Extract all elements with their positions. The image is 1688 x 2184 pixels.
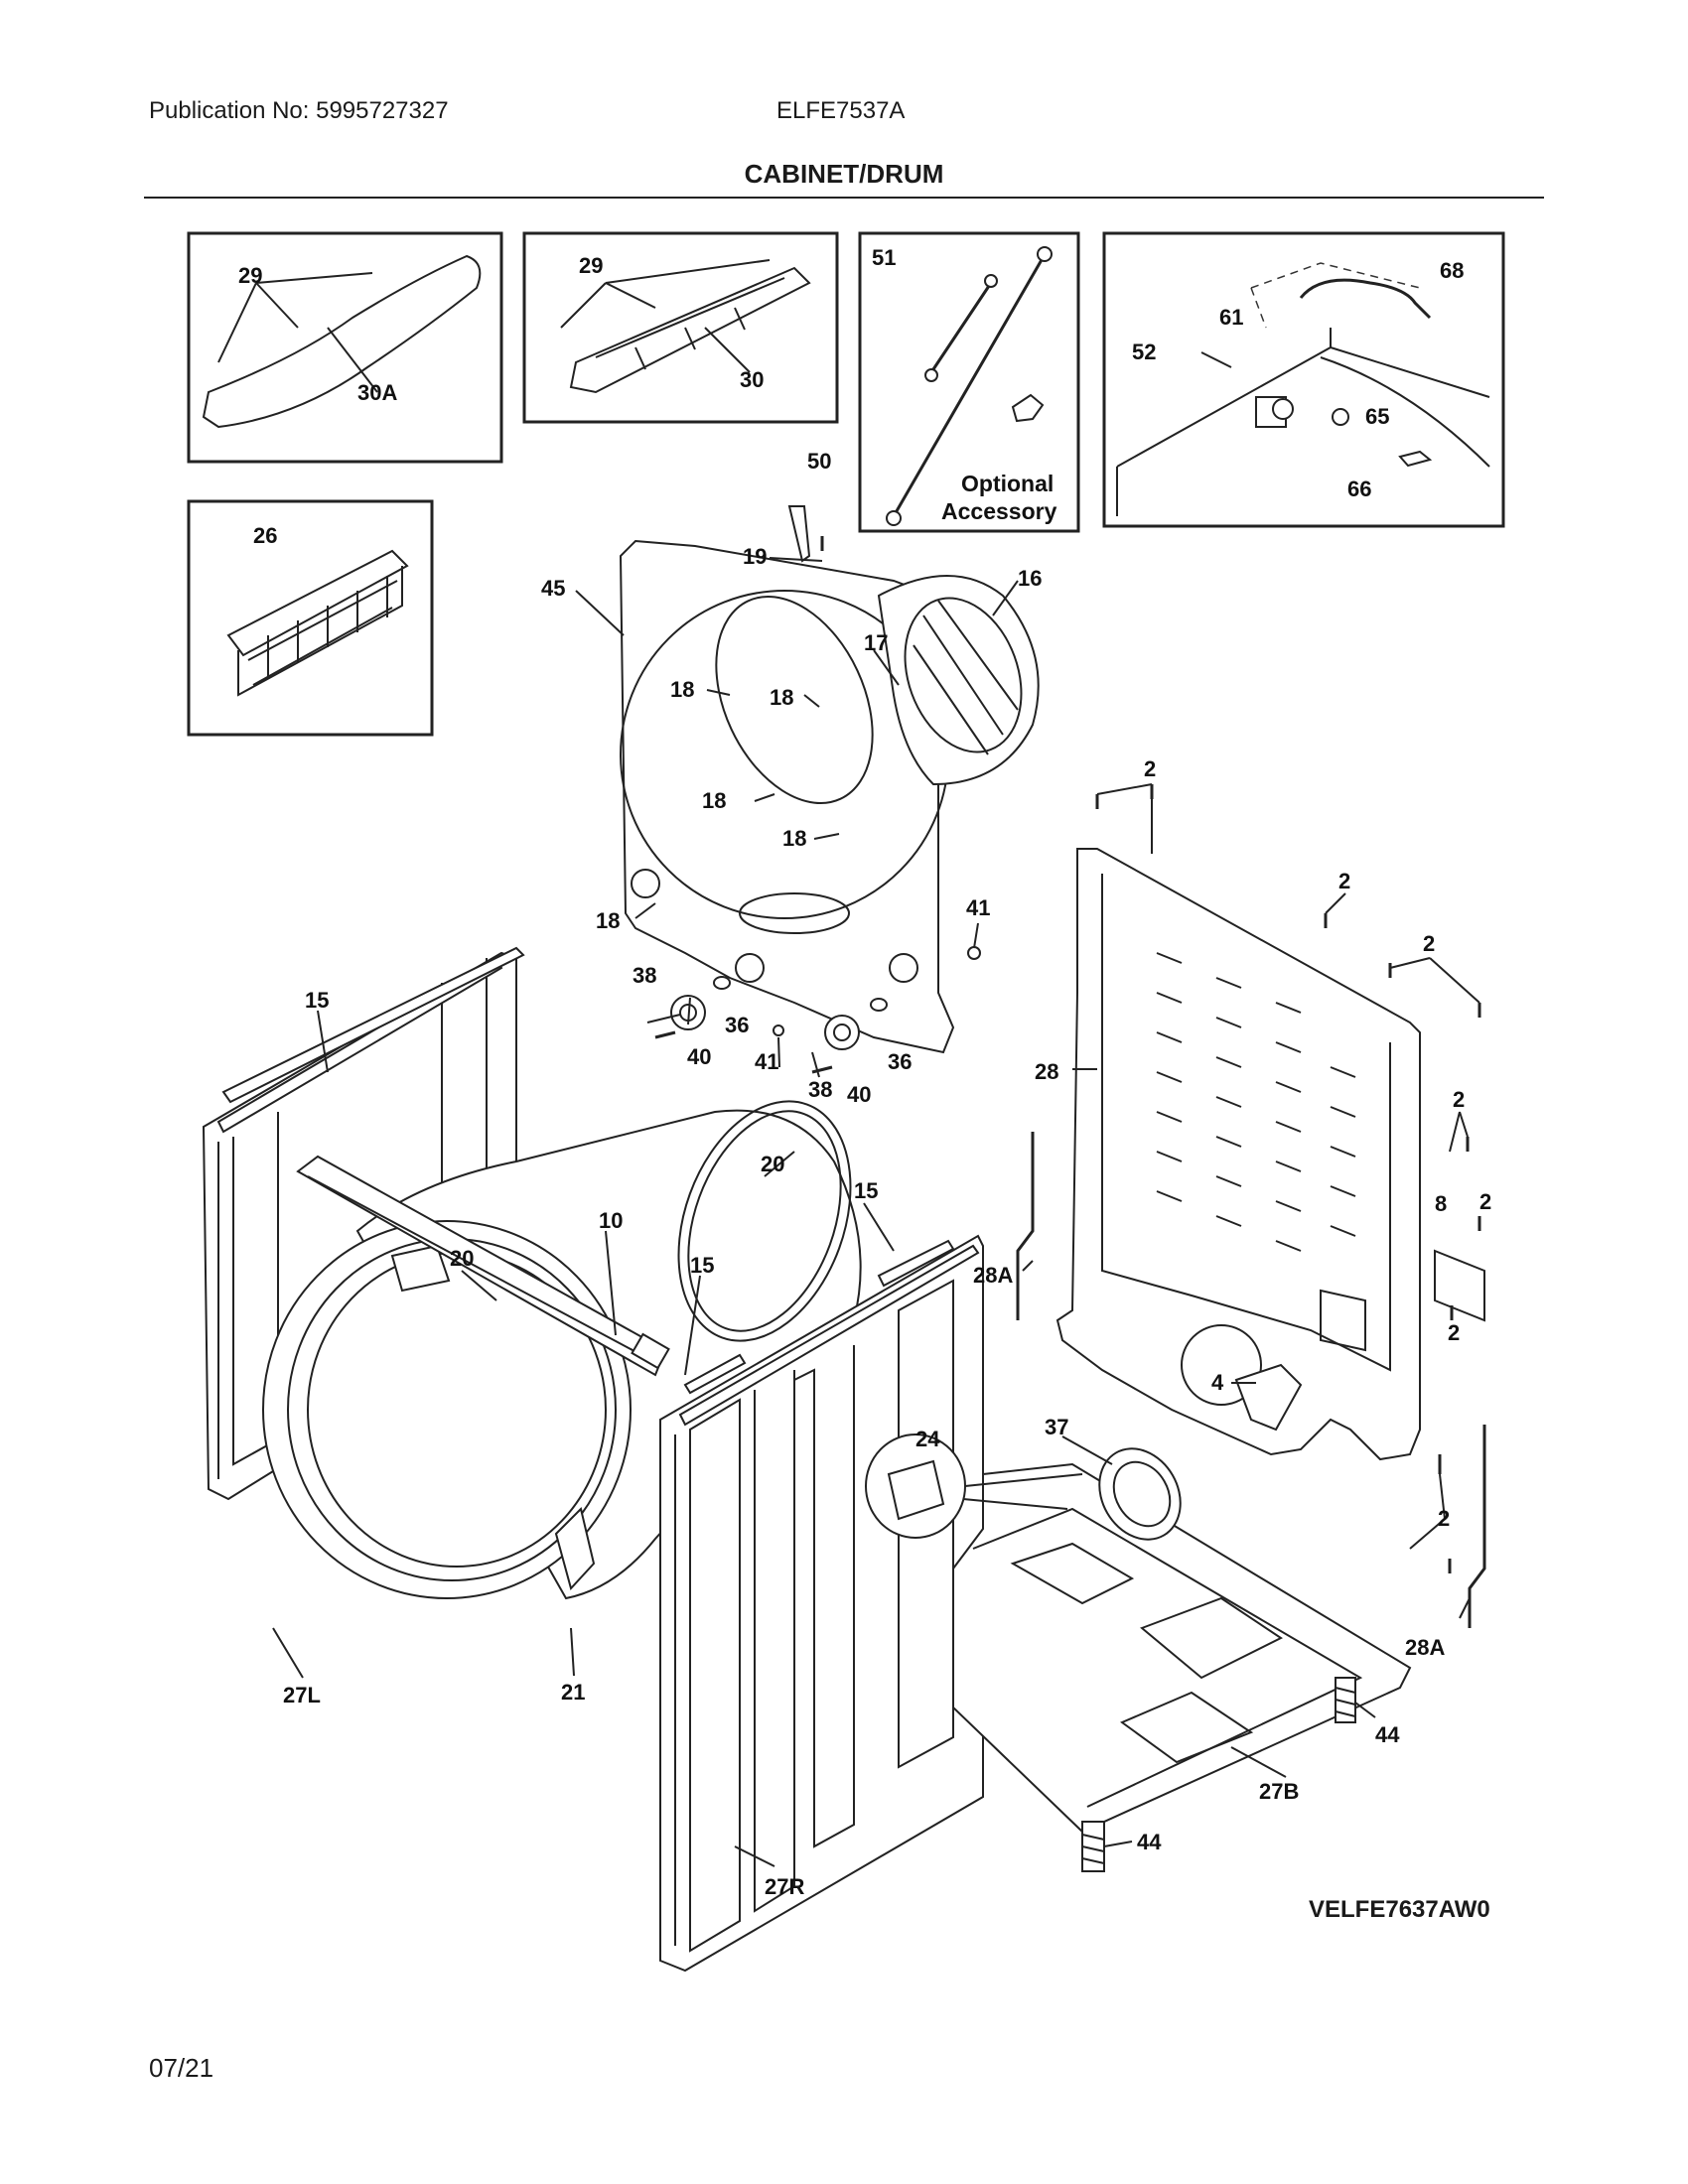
inset-valve-assembly (1102, 231, 1505, 528)
callout: 68 (1440, 258, 1464, 283)
callout: 29 (579, 253, 603, 278)
callout: 36 (888, 1049, 912, 1074)
callout: 44 (1375, 1722, 1400, 1747)
callout: 19 (743, 544, 767, 569)
callout: 2 (1423, 931, 1435, 956)
callout: 27B (1259, 1779, 1299, 1804)
rail-15-left (221, 946, 525, 1104)
rear-brackets-28a (1016, 1132, 1486, 1628)
callout: 2 (1338, 869, 1350, 893)
header-rule (144, 197, 1544, 199)
callout: 16 (1018, 566, 1042, 591)
callout: 2 (1144, 756, 1156, 781)
callout: 15 (854, 1178, 878, 1203)
callout: 44 (1137, 1830, 1162, 1854)
callout: 50 (807, 449, 831, 474)
callout: 17 (864, 630, 888, 655)
callout: 2 (1448, 1320, 1460, 1345)
grommet-37 (1098, 1447, 1182, 1541)
diagram-code: VELFE7637AW0 (1309, 1896, 1490, 1923)
inset-bracket-30a (187, 231, 503, 464)
callout: 18 (782, 826, 806, 851)
callout: 15 (305, 988, 329, 1013)
inset-bracket-30 (522, 231, 839, 424)
callout: 40 (687, 1044, 711, 1069)
revision-date: 07/21 (149, 2053, 214, 2083)
callout: 30A (357, 380, 397, 405)
model-number: ELFE7537A (776, 97, 906, 124)
drum (262, 1109, 862, 1600)
callout: 41 (755, 1049, 778, 1074)
callout: 51 (872, 245, 896, 270)
callout: 24 (915, 1427, 940, 1451)
drum-belt-20 (677, 1100, 852, 1342)
callout: 27L (283, 1683, 321, 1707)
callout: 21 (561, 1680, 585, 1705)
right-side-panel (659, 1234, 984, 1973)
optional-label-line1: Optional (961, 471, 1054, 496)
leader-lines (272, 557, 1480, 1867)
callout: 20 (761, 1152, 784, 1176)
callout: 38 (808, 1077, 832, 1102)
callout: 28A (1405, 1635, 1445, 1660)
callout: 10 (599, 1208, 623, 1233)
callout: 66 (1347, 477, 1371, 501)
callout: 18 (670, 677, 694, 702)
callout: 2 (1453, 1087, 1465, 1112)
leveling-legs-44 (1081, 1677, 1356, 1872)
base-pan (952, 1462, 1412, 1834)
page-title: CABINET/DRUM (744, 159, 944, 189)
callout: 20 (450, 1246, 474, 1271)
rails-15-right (683, 1239, 955, 1395)
publication-number: Publication No: 5995727327 (149, 97, 449, 124)
callout: 27R (765, 1874, 804, 1899)
callout: 4 (1211, 1370, 1224, 1395)
lint-duct-16 (877, 575, 1040, 786)
callout: 40 (847, 1082, 871, 1107)
bracket-8 (1434, 1249, 1485, 1322)
callout-numbers: 29 30A 29 30 51 68 61 52 65 66 26 50 19 … (238, 245, 1491, 1899)
callout: 28 (1035, 1059, 1058, 1084)
detail-bubble-24 (865, 1433, 1083, 1539)
inset-optional-hoses (858, 231, 1080, 533)
callout: 2 (1438, 1506, 1450, 1531)
callout: 29 (238, 263, 262, 288)
callout: 52 (1132, 340, 1156, 364)
front-bulkhead (619, 539, 955, 1054)
callout: 65 (1365, 404, 1389, 429)
callout: 38 (633, 963, 656, 988)
inset-lint-filter (187, 499, 434, 737)
callout: 41 (966, 895, 990, 920)
rear-panel (1055, 848, 1421, 1461)
callout: 2 (1479, 1189, 1491, 1214)
callout: 45 (541, 576, 565, 601)
callout: 30 (740, 367, 764, 392)
callout: 18 (596, 908, 620, 933)
callout: 15 (690, 1253, 714, 1278)
optional-label-line2: Accessory (941, 498, 1057, 524)
callout: 18 (770, 685, 793, 710)
callout: 37 (1045, 1415, 1068, 1439)
callout: 8 (1435, 1191, 1447, 1216)
callout: 61 (1219, 305, 1243, 330)
callout: 26 (253, 523, 277, 548)
callout: 18 (702, 788, 726, 813)
cross-brace-10 (296, 1155, 670, 1377)
callout: 36 (725, 1013, 749, 1037)
callout: 28A (973, 1263, 1013, 1288)
